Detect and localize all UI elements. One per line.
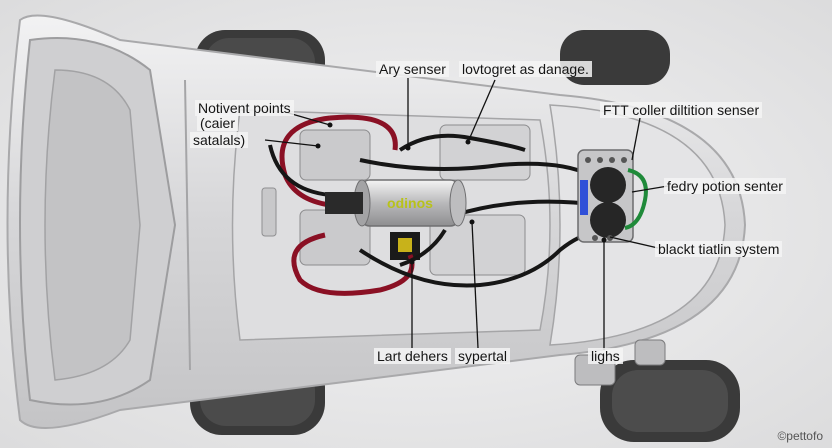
sensor-module (577, 149, 648, 243)
device-label: odinos (387, 195, 433, 211)
watermark: ©pettofo (777, 429, 823, 443)
label-ftt-coller: FTT coller diltition senser (600, 102, 763, 118)
front-light-assembly (574, 339, 666, 386)
leader-lines (264, 78, 669, 350)
leader-dots (315, 122, 607, 265)
central-cylinder-device: odinos (325, 179, 467, 227)
label-blackt-tiatlin: blackt tiatlin system (655, 241, 783, 257)
label-lighs: lighs (588, 348, 623, 364)
front-bottom-tire (600, 360, 740, 442)
label-fedry-potion: fedry potion senter (664, 178, 786, 194)
label-lovtogret: lovtogret as danage. (459, 61, 592, 77)
label-ary-senser: Ary senser (376, 61, 449, 77)
label-notivent-points: Notivent points (195, 100, 294, 116)
label-caier: (caier (197, 115, 239, 131)
label-lart-dehers: Lart dehers (374, 348, 451, 364)
label-sypertal: sypertal (455, 348, 511, 364)
label-satalals: satalals) (190, 132, 249, 148)
